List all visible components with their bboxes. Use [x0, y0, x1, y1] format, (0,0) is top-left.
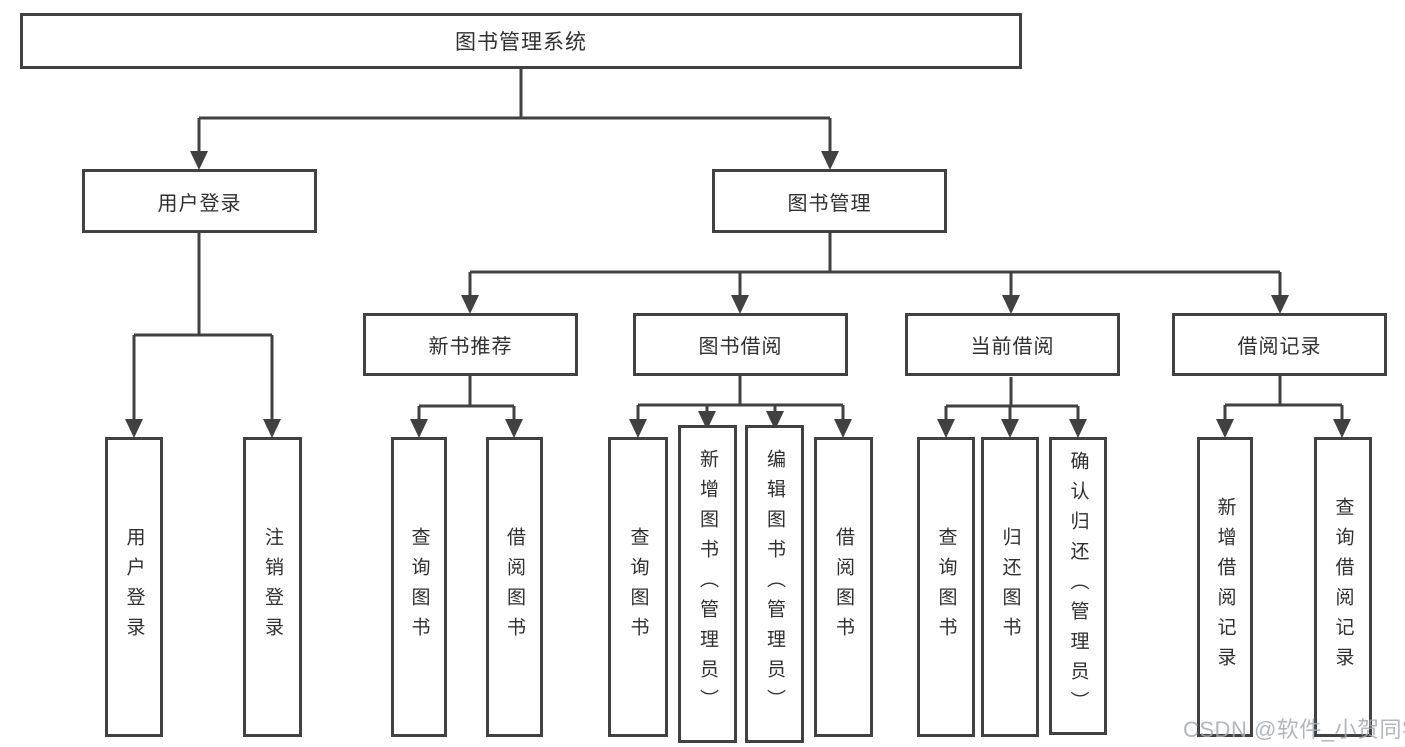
- node-label: 归还图书: [999, 527, 1021, 647]
- node-label: 借阅记录: [1237, 336, 1322, 358]
- node-leaf-logout: 注销登录: [243, 437, 302, 737]
- arrow-down-icon: [834, 419, 852, 438]
- node-leaf-confirm-return-admin: 确认归还（管理员）: [1049, 437, 1107, 735]
- node-leaf-query-books: 查询图书: [917, 437, 975, 737]
- arrow-down-icon: [461, 295, 479, 314]
- arrow-down-icon: [263, 419, 281, 438]
- node-new-book-recommend: 新书推荐: [363, 313, 578, 376]
- node-label: 借阅图书: [833, 527, 854, 647]
- node-leaf-edit-books-admin: 编辑图书（管理员）: [745, 425, 804, 743]
- node-label: 用户登录: [157, 192, 242, 215]
- node-leaf-return-books: 归还图书: [981, 437, 1039, 737]
- arrow-down-icon: [505, 419, 523, 438]
- node-user-login-branch: 用户登录: [82, 169, 317, 233]
- arrow-down-icon: [731, 295, 749, 314]
- node-leaf-add-books-admin: 新增图书（管理员）: [678, 425, 737, 743]
- node-borrow-records: 借阅记录: [1172, 313, 1387, 376]
- node-leaf-query-borrow-record: 查询借阅记录: [1314, 437, 1372, 737]
- node-label: 新增借阅记录: [1214, 497, 1236, 677]
- arrow-down-icon: [1001, 419, 1019, 438]
- node-book-borrow: 图书借阅: [633, 313, 848, 376]
- node-label: 借阅图书: [504, 527, 525, 647]
- node-label: 当前借阅: [970, 336, 1055, 358]
- node-leaf-query-books: 查询图书: [608, 437, 668, 737]
- csdn-watermark: CSDN @软件_小贺同学: [1183, 717, 1405, 742]
- arrow-down-icon: [629, 419, 647, 438]
- node-label: 新书推荐: [428, 336, 513, 358]
- node-leaf-add-borrow-record: 新增借阅记录: [1197, 437, 1253, 737]
- node-book-management: 图书管理: [712, 169, 947, 233]
- node-leaf-borrow-books: 借阅图书: [486, 437, 543, 737]
- arrow-down-icon: [1069, 419, 1087, 438]
- arrow-down-icon: [1333, 419, 1351, 438]
- node-system-root: 图书管理系统: [20, 13, 1022, 69]
- node-label: 查询图书: [408, 527, 430, 647]
- arrow-down-icon: [937, 419, 955, 438]
- node-label: 注销登录: [262, 527, 283, 647]
- node-label: 图书管理系统: [455, 31, 587, 54]
- arrow-down-icon: [821, 151, 839, 170]
- node-label: 图书借阅: [698, 336, 783, 358]
- node-leaf-user-login: 用户登录: [105, 437, 163, 737]
- node-label: 用户登录: [123, 527, 145, 647]
- node-label: 编辑图书（管理员）: [764, 449, 785, 719]
- arrow-down-icon: [1002, 295, 1020, 314]
- node-leaf-borrow-books: 借阅图书: [814, 437, 873, 737]
- node-label: 查询图书: [627, 527, 649, 647]
- node-current-borrow: 当前借阅: [905, 313, 1120, 376]
- node-leaf-query-books: 查询图书: [391, 437, 447, 737]
- node-label: 图书管理: [787, 192, 872, 215]
- node-label: 查询图书: [935, 527, 957, 647]
- node-label: 确认归还（管理员）: [1067, 451, 1089, 721]
- arrow-down-icon: [125, 419, 143, 438]
- arrow-down-icon: [410, 419, 428, 438]
- arrow-down-icon: [1271, 295, 1289, 314]
- node-label: 查询借阅记录: [1332, 497, 1354, 677]
- arrow-down-icon: [1216, 419, 1234, 438]
- node-label: 新增图书（管理员）: [697, 449, 718, 719]
- arrow-down-icon: [190, 151, 208, 170]
